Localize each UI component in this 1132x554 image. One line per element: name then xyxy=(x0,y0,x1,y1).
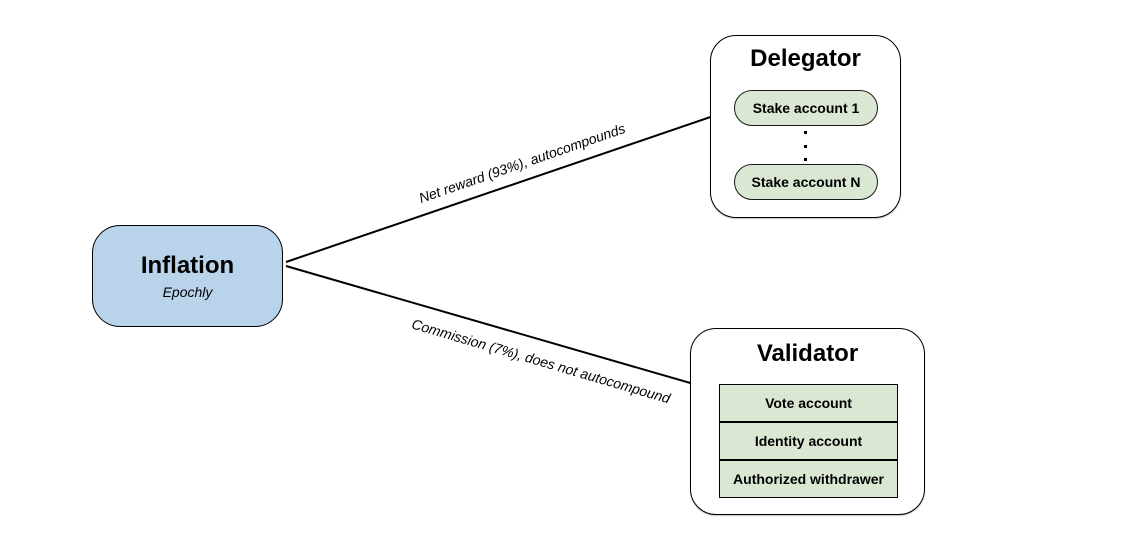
edge-label-commission: Commission (7%), does not autocompound xyxy=(409,315,673,407)
validator-box: Validator Vote account Identity account … xyxy=(690,328,925,515)
stake-account-n-pill: Stake account N xyxy=(734,164,878,200)
stake-account-1-pill: Stake account 1 xyxy=(734,90,878,126)
delegator-box: Delegator Stake account 1 Stake account … xyxy=(710,35,901,218)
delegator-title: Delegator xyxy=(750,45,861,72)
edge-arrow-net-reward xyxy=(285,108,734,263)
inflation-title: Inflation xyxy=(140,251,235,279)
inflation-node: Inflation Epochly xyxy=(92,225,283,327)
vertical-ellipsis-icon xyxy=(711,131,900,161)
validator-account-table: Vote account Identity account Authorized… xyxy=(719,384,898,498)
validator-title: Validator xyxy=(756,340,859,367)
identity-account-row: Identity account xyxy=(720,423,897,461)
inflation-subtitle: Epochly xyxy=(162,283,213,300)
vote-account-row: Vote account xyxy=(720,385,897,423)
edge-label-net-reward: Net reward (93%), autocompounds xyxy=(416,120,628,206)
authorized-withdrawer-row: Authorized withdrawer xyxy=(720,461,897,497)
edge-arrow-commission xyxy=(285,265,721,394)
